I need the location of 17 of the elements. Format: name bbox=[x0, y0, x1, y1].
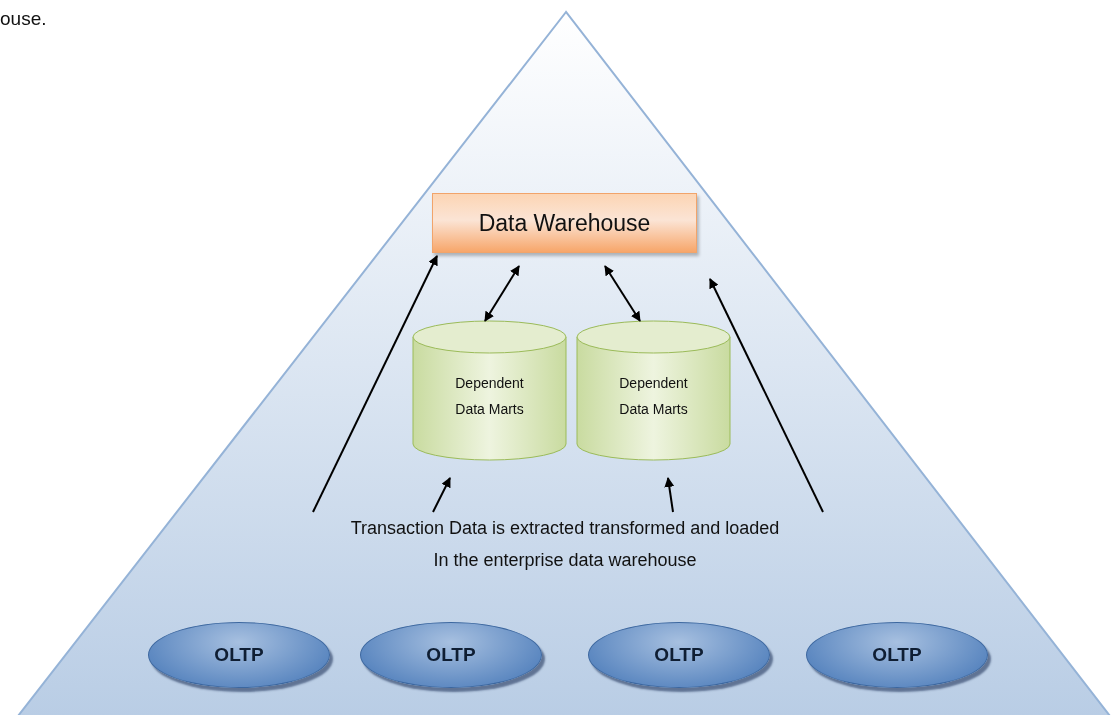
arrow bbox=[432, 477, 451, 513]
caption-text: Transaction Data is extracted transformed and loaded bbox=[349, 517, 781, 540]
node-label: Dependent Data Marts bbox=[618, 374, 689, 419]
arrow bbox=[484, 265, 520, 322]
caption-text: In the enterprise data warehouse bbox=[432, 549, 698, 572]
arrow bbox=[604, 265, 641, 322]
warehouse-box bbox=[432, 193, 697, 253]
node-label: OLTP bbox=[426, 644, 476, 666]
arrow bbox=[709, 278, 824, 513]
arrow bbox=[312, 255, 438, 513]
node-label: Data Warehouse bbox=[478, 209, 651, 237]
node-label: OLTP bbox=[872, 644, 922, 666]
node-label: OLTP bbox=[654, 644, 704, 666]
node-label: Dependent Data Marts bbox=[454, 374, 525, 419]
text-fragment: ouse. bbox=[0, 8, 47, 30]
arrow bbox=[664, 477, 675, 513]
node-label: OLTP bbox=[214, 644, 264, 666]
